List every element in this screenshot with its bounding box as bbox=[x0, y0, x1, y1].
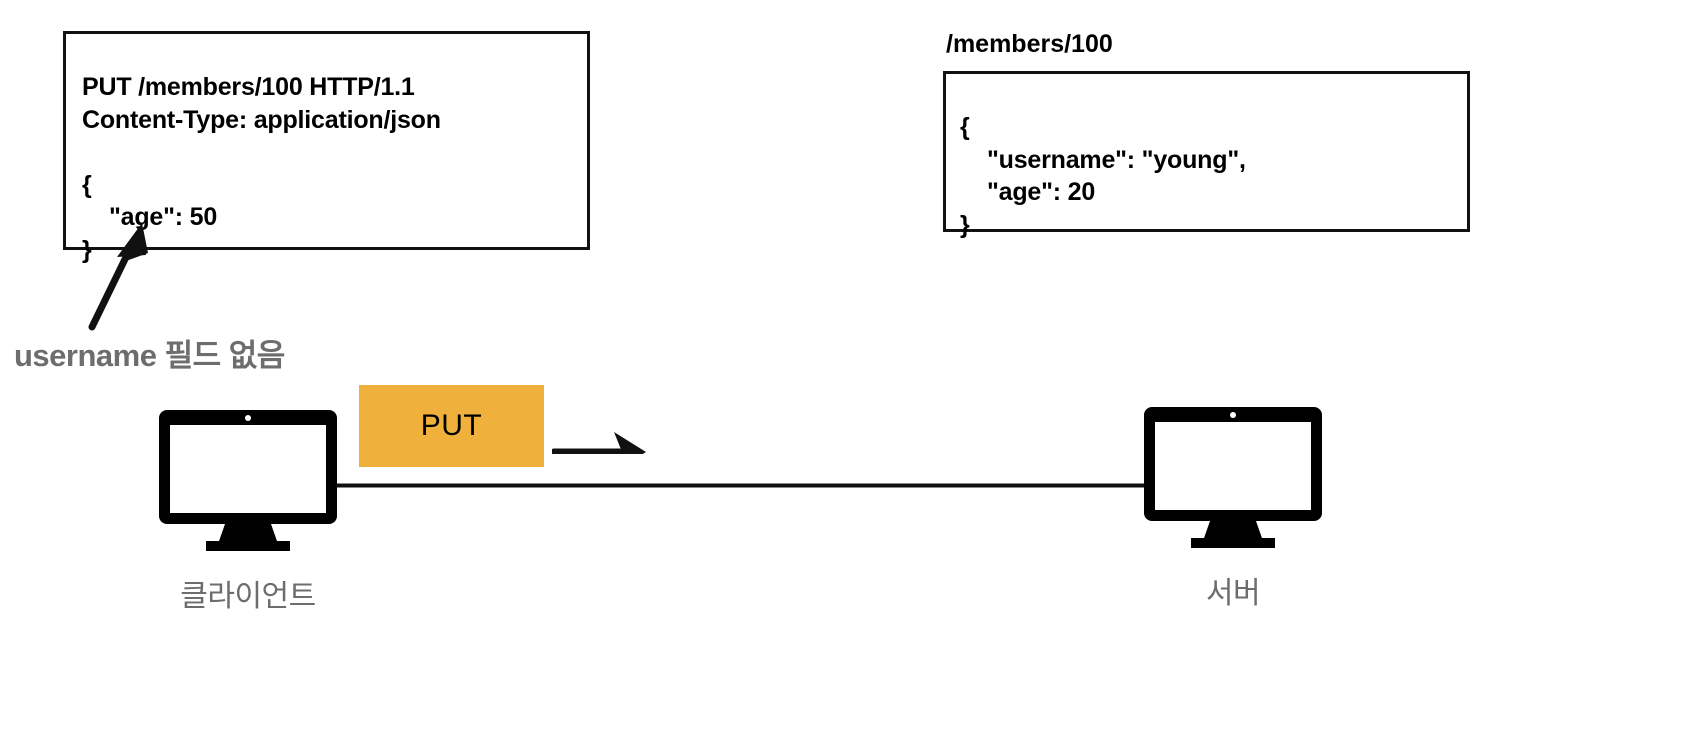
http-request-box: PUT /members/100 HTTP/1.1 Content-Type: … bbox=[63, 31, 590, 264]
client-node: 클라이언트 bbox=[133, 408, 363, 615]
request-direction-arrow-icon bbox=[552, 432, 646, 454]
callout-arrow-icon bbox=[88, 223, 148, 331]
http-request-text: PUT /members/100 HTTP/1.1 Content-Type: … bbox=[82, 73, 441, 264]
method-badge-label: PUT bbox=[420, 409, 483, 442]
client-node-label: 클라이언트 bbox=[180, 580, 316, 613]
method-badge-put[interactable]: PUT bbox=[359, 385, 544, 467]
resource-path-label: /members/100 bbox=[946, 30, 1113, 58]
resource-state-box: { "username": "young", "age": 20 } bbox=[943, 71, 1470, 239]
callout-label: username 필드 없음 bbox=[14, 338, 285, 373]
server-node: 서버 bbox=[1118, 405, 1348, 612]
server-node-label: 서버 bbox=[1205, 577, 1261, 610]
network-connector-line bbox=[330, 483, 1148, 488]
resource-state-text: { "username": "young", "age": 20 } bbox=[960, 113, 1246, 239]
server-monitor-icon bbox=[1144, 407, 1322, 548]
client-monitor-icon bbox=[159, 410, 337, 551]
